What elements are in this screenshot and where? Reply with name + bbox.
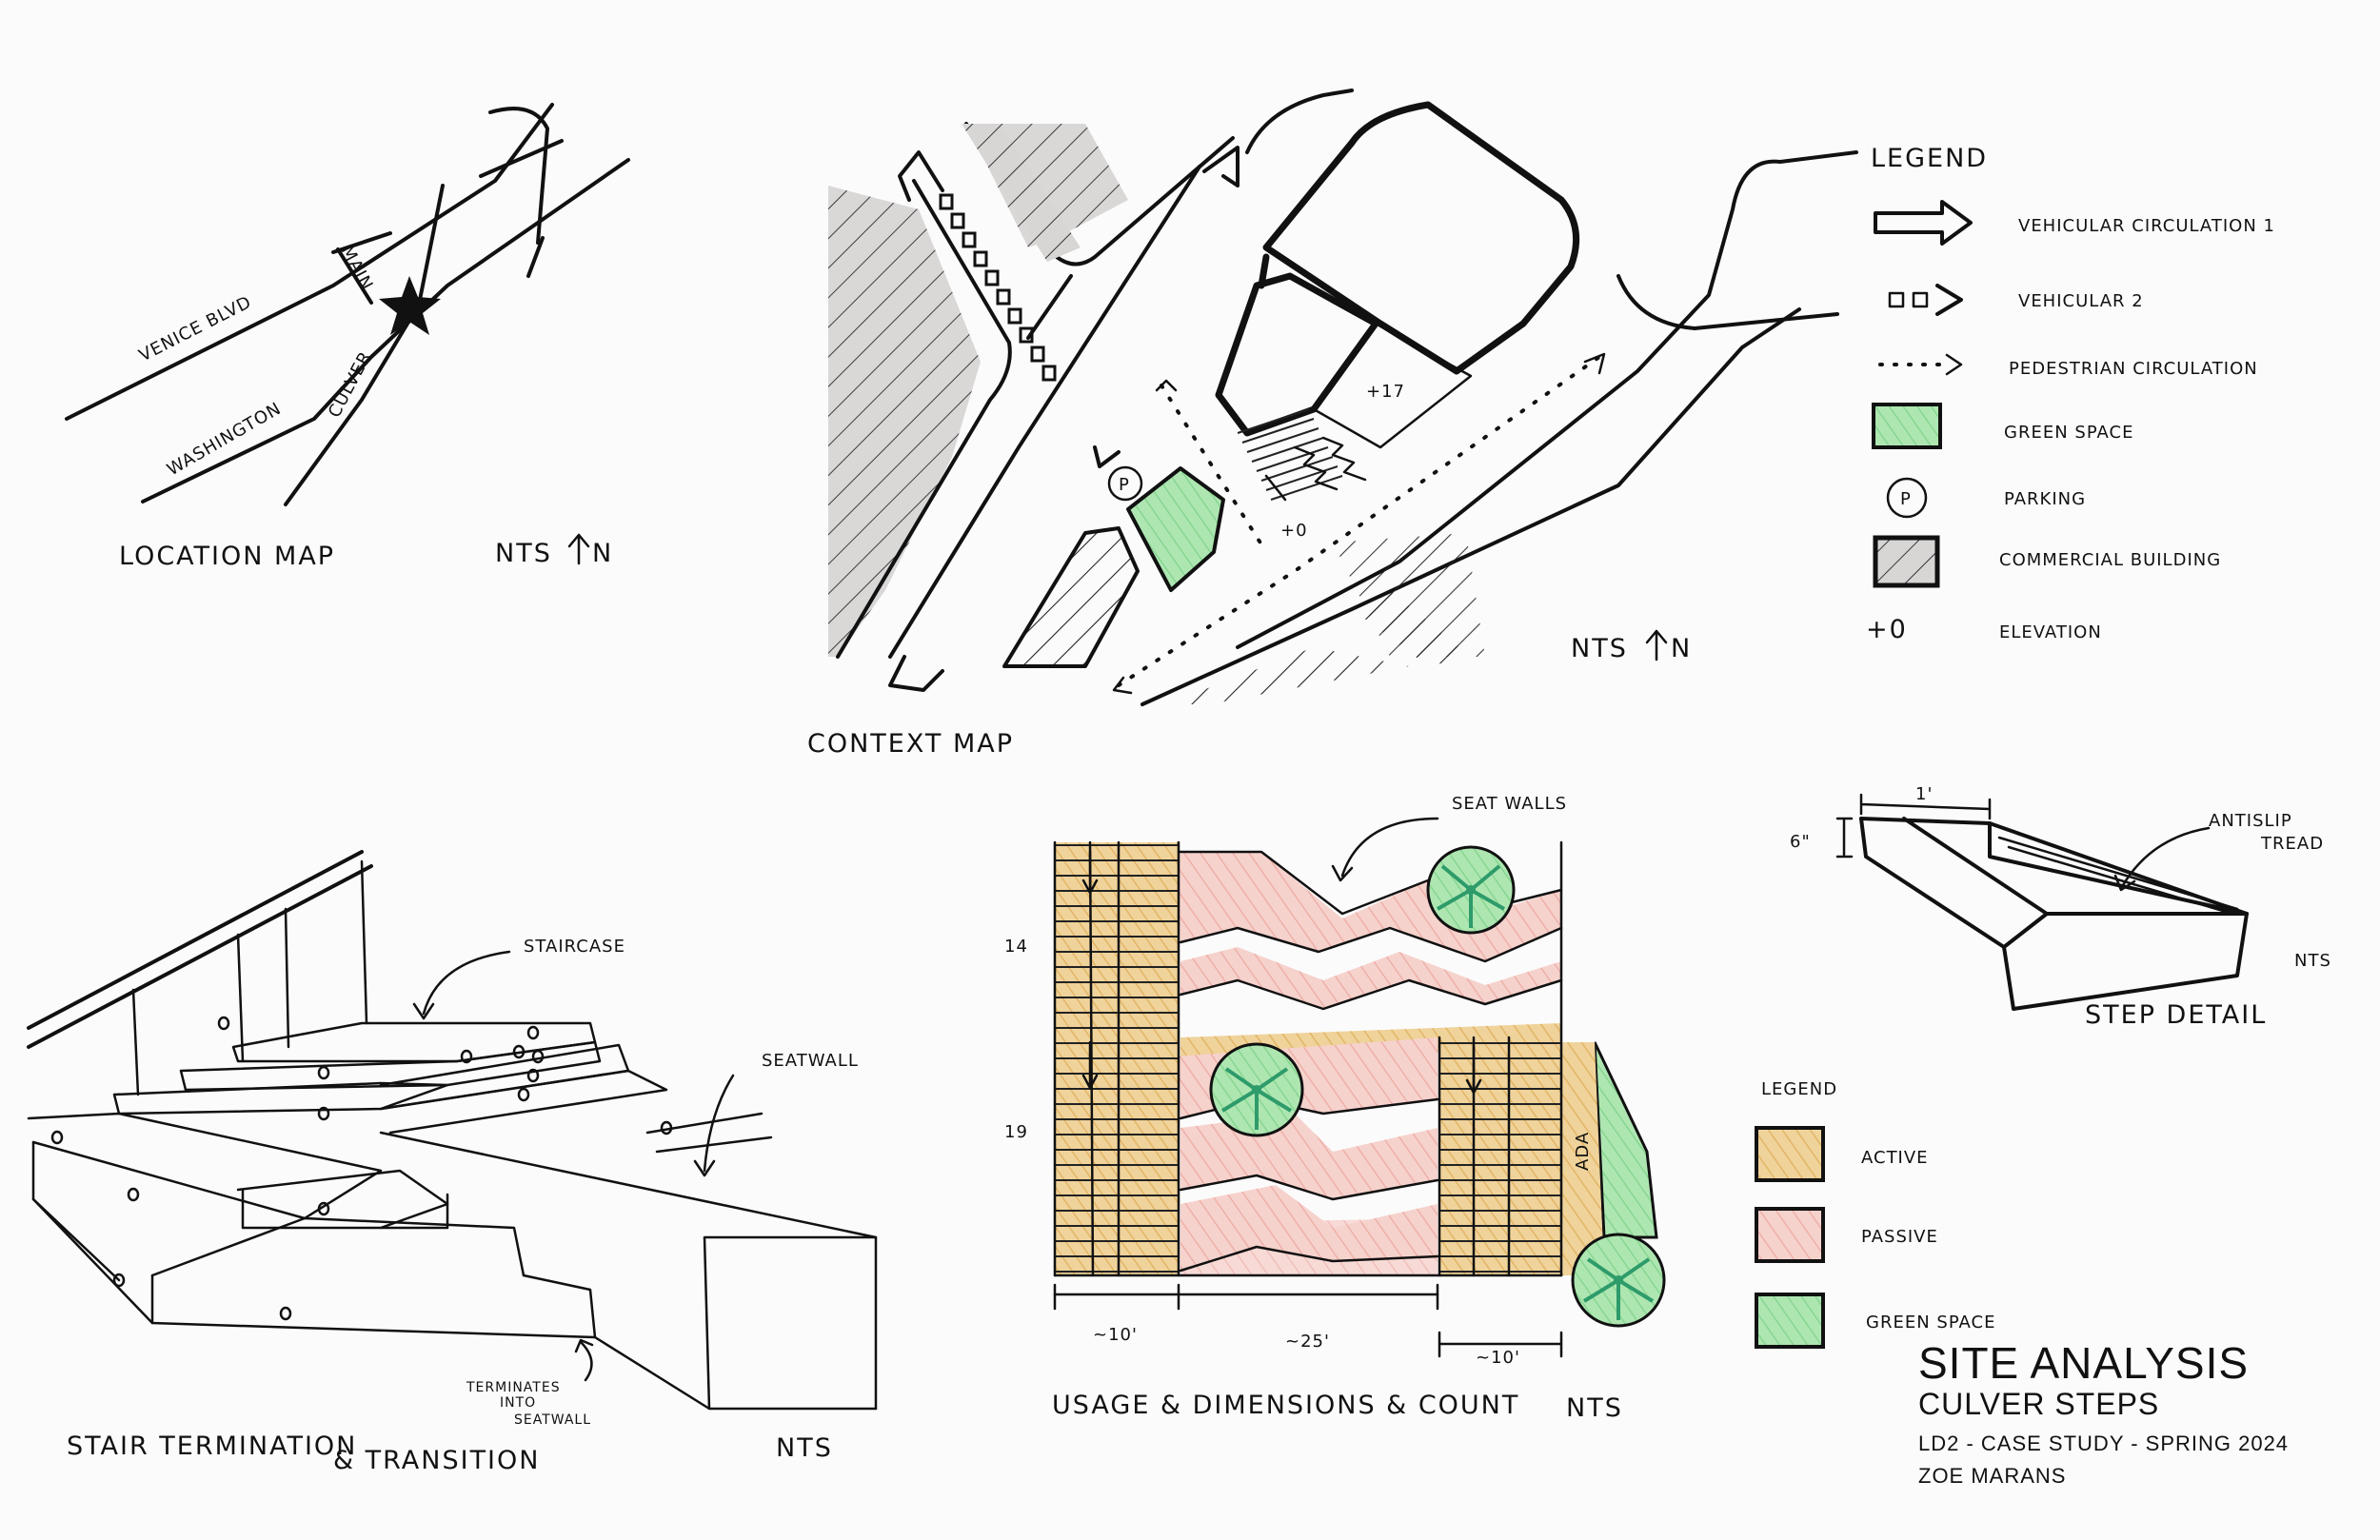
context-map-title: CONTEXT MAP — [807, 729, 1014, 759]
svg-text:PEDESTRIAN CIRCULATION: PEDESTRIAN CIRCULATION — [2009, 359, 2258, 379]
commercial-building-swatch — [1873, 535, 1940, 588]
green-space-swatch-2 — [1755, 1293, 1825, 1349]
sheet-course: LD2 - CASE STUDY - SPRING 2024 — [1918, 1431, 2290, 1455]
tread-depth-label: 1' — [1915, 784, 1933, 804]
green-space-swatch — [1872, 403, 1942, 449]
north-arrow-icon — [567, 533, 590, 565]
tree-icon-2 — [1209, 1042, 1304, 1137]
svg-text:ELEVATION: ELEVATION — [1999, 622, 2102, 642]
location-map: VENICE BLVD WASHINGTON CULVER MAIN LOCAT… — [65, 103, 630, 571]
svg-text:PARKING: PARKING — [2004, 489, 2086, 509]
terminates-label-2: INTO — [500, 1395, 536, 1411]
context-elevation-high: +17 — [1366, 382, 1405, 402]
vehicular-2-icon — [1888, 284, 1963, 316]
step-detail-scale: NTS — [2294, 951, 2331, 971]
riser-height-label: 6" — [1790, 832, 1811, 852]
svg-text:GREEN SPACE: GREEN SPACE — [2004, 423, 2133, 443]
terminates-label-1: TERMINATES — [466, 1380, 561, 1395]
vehicular-1-arrow-icon — [1874, 200, 1973, 246]
location-map-title: LOCATION MAP — [119, 542, 335, 571]
dim-right: ~10' — [1476, 1348, 1520, 1368]
context-map-scale: NTS — [1571, 634, 1628, 663]
parking-legend-icon — [1886, 477, 1928, 519]
north-arrow-icon-2 — [1645, 629, 1668, 661]
active-swatch — [1755, 1126, 1825, 1182]
tree-icon-1 — [1426, 845, 1516, 935]
context-elevation-low: +0 — [1280, 521, 1308, 541]
sheet-title: SITE ANALYSIS — [1918, 1338, 2250, 1388]
legend-top-title: LEGEND — [1871, 144, 1988, 173]
stair-termination-title-2: & TRANSITION — [333, 1446, 540, 1475]
usage-plan-scale: NTS — [1566, 1393, 1623, 1423]
stair-termination-title: STAIR TERMINATION — [67, 1431, 357, 1461]
street-label-washington: WASHINGTON — [164, 399, 285, 481]
svg-text:GREEN SPACE: GREEN SPACE — [1866, 1313, 1995, 1333]
svg-text:+0: +0 — [1866, 615, 1908, 644]
staircase-label: STAIRCASE — [524, 937, 625, 957]
context-map: +17 +0 P — [807, 89, 1858, 759]
antislip-label-1: ANTISLIP — [2209, 811, 2292, 831]
stair-termination-scale: NTS — [776, 1433, 833, 1463]
sheet-author: ZOE MARANS — [1918, 1464, 2067, 1488]
sheet-subtitle: CULVER STEPS — [1918, 1387, 2160, 1421]
svg-text:P: P — [1900, 489, 1912, 509]
svg-text:VEHICULAR CIRCULATION 1: VEHICULAR CIRCULATION 1 — [2018, 216, 2275, 236]
dim-mid: ~25' — [1285, 1332, 1330, 1352]
step-detail-title: STEP DETAIL — [2085, 1000, 2267, 1030]
seatwall-label: SEATWALL — [762, 1051, 859, 1071]
legend-bottom: LEGEND ACTIVE PASSIVE GREEN SPACE — [1755, 1079, 1995, 1349]
stair-termination-sketch: STAIRCASE SEATWALL TERMINATES INTO SEATW… — [27, 850, 878, 1475]
location-map-scale: NTS — [495, 539, 552, 568]
ada-label: ADA — [1573, 1132, 1593, 1171]
usage-plan: SEAT WALLS 14 19 ADA ~10' ~25' ~10' USAG… — [1004, 794, 1666, 1423]
parking-icon — [1107, 465, 1143, 502]
svg-text:P: P — [1119, 475, 1130, 495]
svg-text:ACTIVE: ACTIVE — [1861, 1148, 1929, 1168]
dim-left: ~10' — [1093, 1325, 1138, 1345]
svg-text:PASSIVE: PASSIVE — [1861, 1227, 1938, 1247]
seat-walls-label: SEAT WALLS — [1452, 794, 1567, 814]
street-label-main: MAIN — [337, 242, 377, 294]
title-block: SITE ANALYSIS CULVER STEPS LD2 - CASE ST… — [1918, 1337, 2356, 1489]
step-detail: 1' 6" ANTISLIP TREAD STEP DETAIL NTS — [1790, 784, 2331, 1030]
passive-swatch — [1755, 1207, 1825, 1263]
legend-top: LEGEND VEHICULAR CIRCULATION 1 VEHICULAR… — [1866, 144, 2275, 644]
context-map-north: N — [1671, 634, 1692, 663]
count-bottom: 19 — [1004, 1122, 1028, 1142]
location-map-north: N — [592, 539, 613, 568]
site-star-icon — [379, 276, 441, 335]
svg-text:VEHICULAR 2: VEHICULAR 2 — [2018, 291, 2144, 311]
street-label-culver: CULVER — [325, 347, 376, 421]
terminates-label-3: SEATWALL — [514, 1412, 591, 1428]
tree-icon-3 — [1571, 1233, 1666, 1328]
svg-text:COMMERCIAL BUILDING: COMMERCIAL BUILDING — [1999, 550, 2221, 570]
count-top: 14 — [1004, 937, 1028, 957]
legend-bottom-title: LEGEND — [1761, 1079, 1837, 1099]
usage-plan-title: USAGE & DIMENSIONS & COUNT — [1052, 1391, 1519, 1420]
antislip-label-2: TREAD — [2260, 834, 2324, 854]
